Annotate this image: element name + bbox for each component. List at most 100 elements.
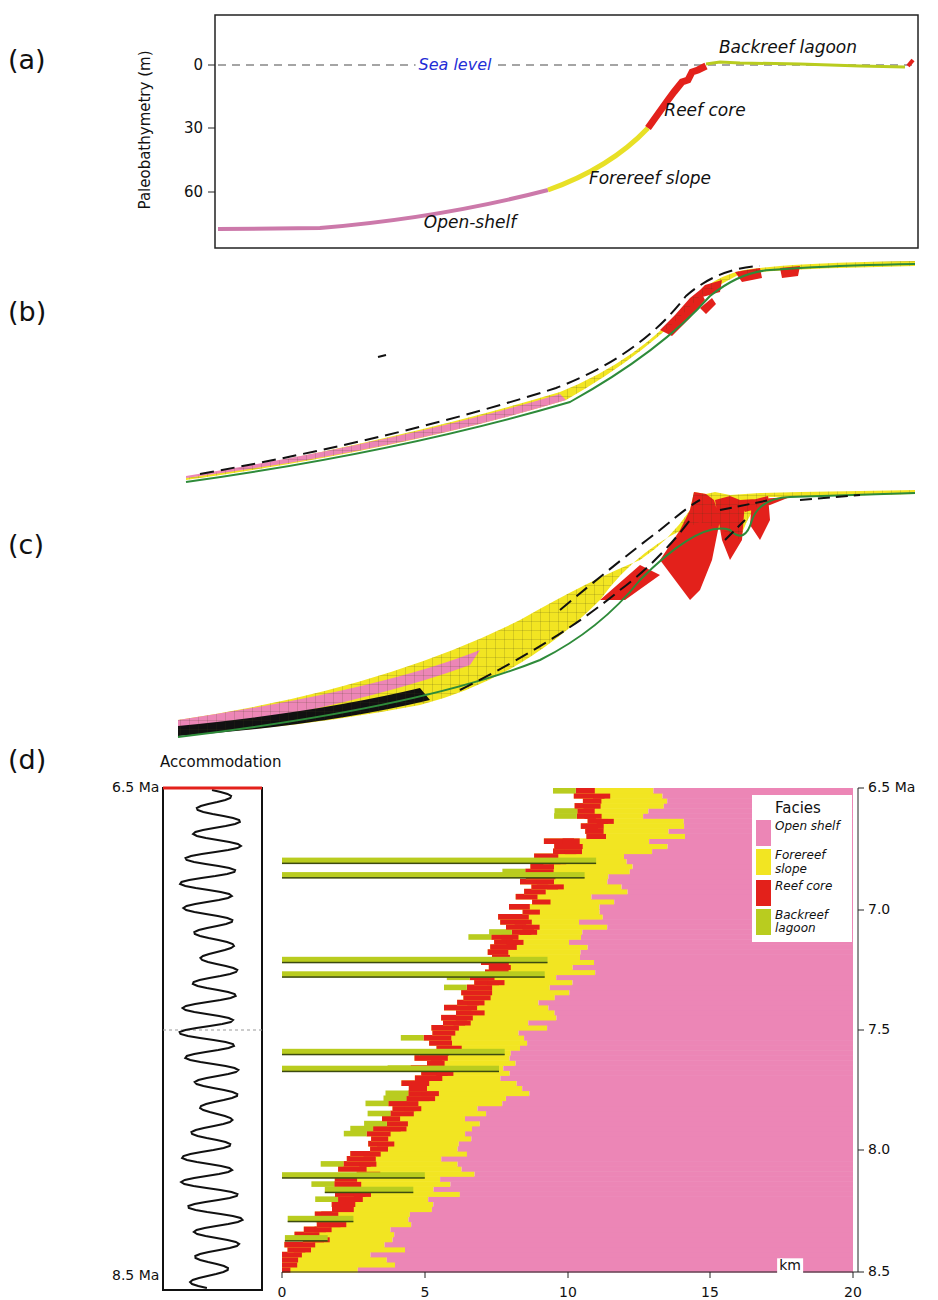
lagoon-stripe-base bbox=[282, 1071, 499, 1073]
tick bbox=[208, 128, 215, 129]
lagoon-facies bbox=[555, 808, 578, 814]
forereef-facies bbox=[524, 889, 628, 895]
reef-core-facies bbox=[347, 1156, 376, 1162]
open-shelf-facies bbox=[547, 1025, 853, 1031]
reef-core-facies bbox=[415, 1075, 442, 1081]
open-shelf-facies bbox=[450, 1181, 853, 1187]
forereef-facies bbox=[461, 990, 569, 996]
forereef-facies bbox=[574, 793, 663, 799]
reef-core-facies bbox=[334, 1181, 361, 1187]
open-shelf-facies bbox=[654, 788, 854, 794]
open-shelf-facies bbox=[588, 944, 853, 950]
label: 60 bbox=[184, 184, 203, 201]
legend-text: Open shelf bbox=[775, 820, 840, 834]
open-shelf-facies bbox=[409, 1217, 854, 1223]
lagoon-stripe-base bbox=[282, 1177, 425, 1179]
open-shelf-facies bbox=[539, 1000, 854, 1006]
forereef-facies bbox=[520, 879, 607, 885]
time-line bbox=[720, 495, 860, 540]
open-shelf-facies bbox=[371, 1252, 854, 1258]
basement-line bbox=[186, 264, 915, 482]
reef-core-facies bbox=[370, 1146, 388, 1152]
open-shelf-facies bbox=[471, 1136, 853, 1142]
reef-core-facies bbox=[537, 879, 554, 885]
open-shelf-facies bbox=[472, 1126, 853, 1132]
reef-core-facies bbox=[282, 1257, 298, 1263]
label: 7.5 bbox=[868, 1022, 890, 1037]
open-shelf-facies bbox=[594, 959, 853, 965]
open-shelf-facies bbox=[500, 1075, 853, 1081]
forereef-facies bbox=[332, 1207, 432, 1213]
reef-core-facies bbox=[586, 833, 606, 839]
reef-core-facies bbox=[563, 838, 580, 844]
forereef-facies bbox=[516, 894, 592, 900]
forereef-facies bbox=[498, 914, 603, 920]
open-shelf-facies bbox=[467, 1151, 853, 1157]
time-line bbox=[560, 500, 700, 610]
reef-core-facies bbox=[422, 1091, 439, 1097]
reef-core-facies bbox=[583, 798, 602, 804]
lagoon-stripe bbox=[325, 1187, 414, 1193]
lagoon-stripe bbox=[282, 1049, 505, 1055]
lagoon-facies bbox=[468, 934, 491, 940]
present-marker bbox=[163, 787, 262, 790]
forereef-facies bbox=[500, 919, 579, 925]
grid-hatch bbox=[178, 490, 915, 735]
forereef-facies bbox=[506, 924, 607, 930]
label: Paleobathymetry (m) bbox=[137, 51, 154, 210]
open-shelf-facies bbox=[391, 1227, 854, 1233]
open-shelf-facies bbox=[510, 1070, 853, 1076]
forereef-facies bbox=[282, 1262, 395, 1268]
open-shelf-facies bbox=[480, 1121, 853, 1127]
forereef-facies bbox=[408, 1091, 529, 1097]
reef-core-facies bbox=[432, 1030, 455, 1036]
reef-core-facies bbox=[424, 1035, 452, 1041]
forereef-facies bbox=[577, 808, 648, 814]
reef-core-facies bbox=[427, 1060, 445, 1066]
forereef-facies bbox=[429, 1040, 527, 1046]
forereef-facies bbox=[467, 985, 550, 991]
open-shelf-facies bbox=[548, 1005, 853, 1011]
panel-frame bbox=[215, 15, 918, 248]
label: Accommodation bbox=[160, 754, 282, 771]
accommodation-curve bbox=[180, 790, 243, 1288]
forereef-facies bbox=[390, 1111, 486, 1117]
reef-core-facies bbox=[382, 1116, 400, 1122]
forereef-facies bbox=[583, 798, 667, 804]
reef-core-facies bbox=[454, 1020, 471, 1026]
forereef-facies bbox=[494, 939, 569, 945]
label: 6.5 Ma bbox=[868, 780, 915, 795]
forereef-facies bbox=[456, 1010, 555, 1016]
forereef-facies bbox=[554, 844, 667, 850]
guide bbox=[163, 1030, 262, 1031]
basement-line bbox=[178, 493, 915, 737]
lagoon-facies bbox=[311, 1181, 334, 1187]
open-shelf-facies bbox=[405, 1247, 853, 1253]
forereef-facies bbox=[588, 818, 684, 824]
lagoon-facies bbox=[364, 1121, 387, 1127]
open-shelf-facies bbox=[478, 1106, 854, 1112]
forereef-facies bbox=[288, 1247, 406, 1253]
open-shelf-facies bbox=[462, 1166, 853, 1172]
label: 5 bbox=[421, 1285, 430, 1300]
open-shelf-facies bbox=[410, 1212, 853, 1218]
forereef-facies bbox=[317, 1222, 412, 1228]
label: (d) bbox=[8, 745, 46, 775]
reef-core-facies bbox=[282, 1252, 302, 1258]
forereef-facies bbox=[367, 1131, 466, 1137]
forereef-facies bbox=[282, 1257, 387, 1263]
forereef-facies bbox=[415, 1075, 501, 1081]
forereef-facies bbox=[576, 788, 654, 794]
open-shelf-facies bbox=[555, 995, 853, 1001]
open-shelf-facies bbox=[511, 1050, 853, 1056]
open-shelf-facies bbox=[433, 1201, 853, 1207]
legend-row: Backreef lagoon bbox=[756, 909, 848, 937]
reef-core-facies bbox=[332, 1201, 356, 1207]
forereef-facies bbox=[401, 1080, 516, 1086]
legend: FaciesOpen shelfForereef slopeReef coreB… bbox=[752, 795, 852, 942]
legend-row: Forereef slope bbox=[756, 849, 848, 877]
open-shelf-facies bbox=[475, 1171, 853, 1177]
lagoon-facies bbox=[444, 985, 467, 991]
lagoon-facies bbox=[315, 1196, 338, 1202]
forereef-facies bbox=[371, 1136, 471, 1142]
